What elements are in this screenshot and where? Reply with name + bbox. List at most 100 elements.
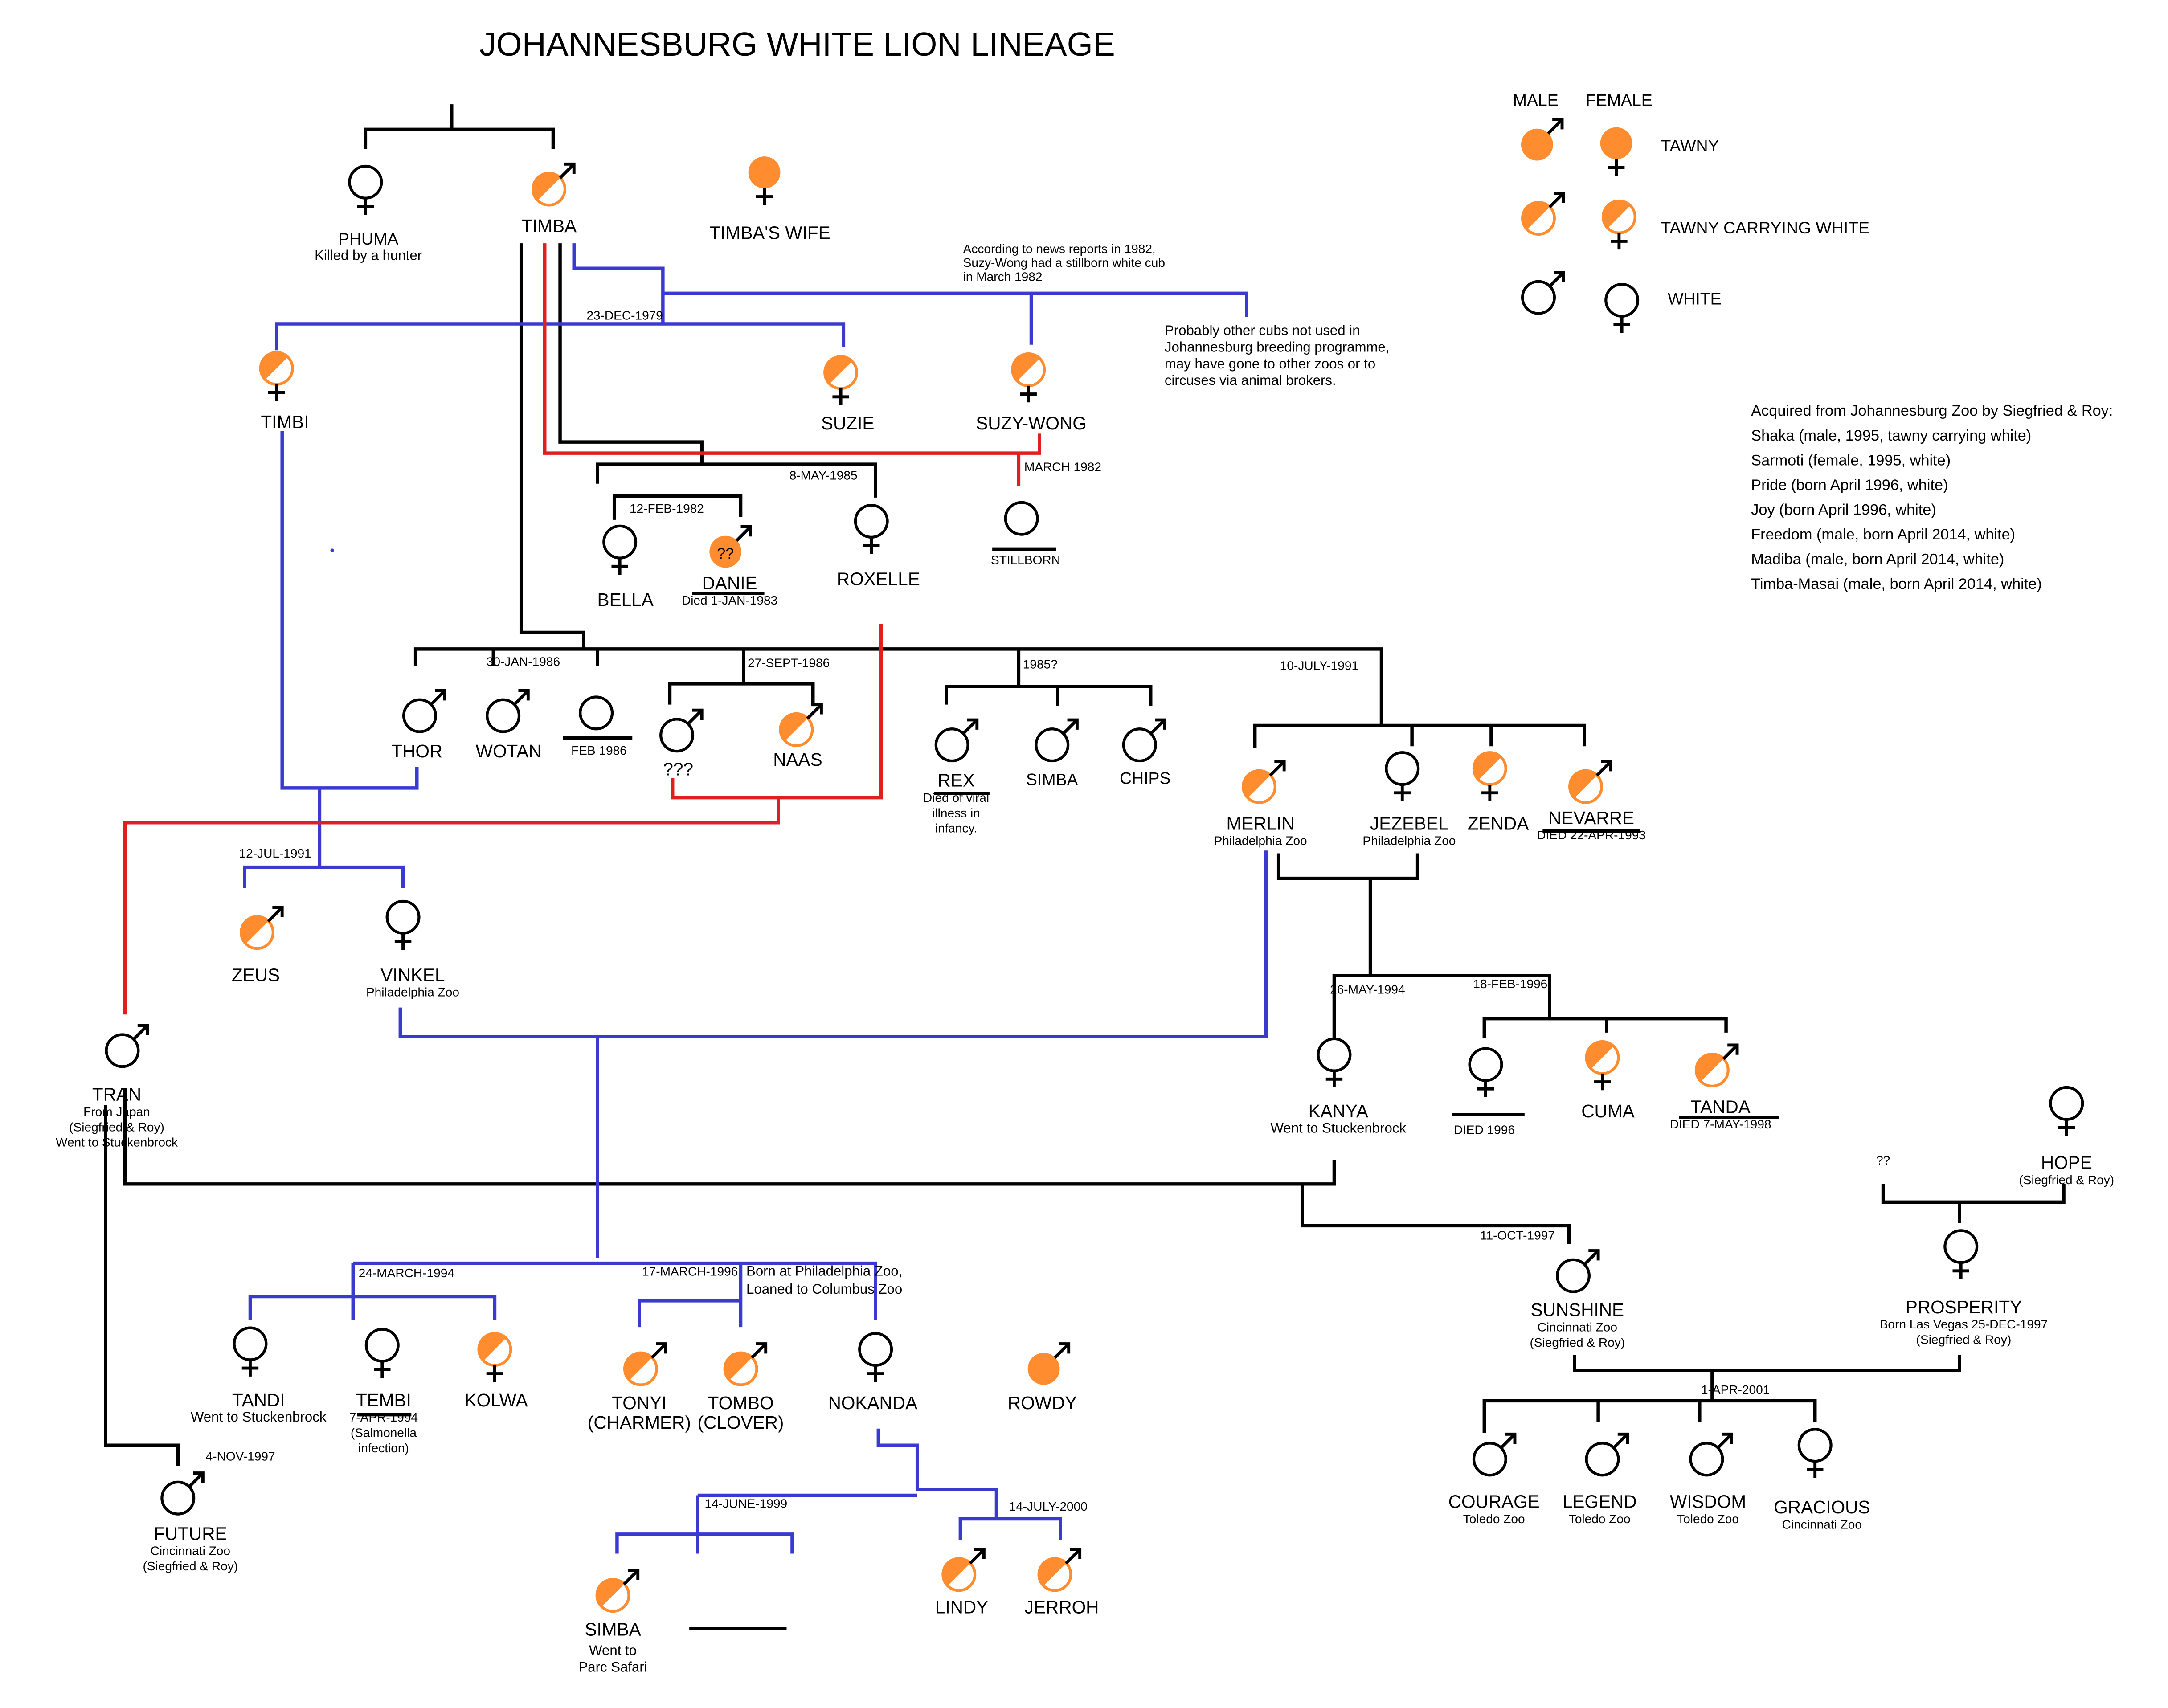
sunshine-name: SUNSHINE (1531, 1299, 1624, 1320)
phuma-note: Killed by a hunter (315, 248, 422, 263)
merlin-name: MERLIN (1227, 813, 1295, 834)
diagram-title: JOHANNESBURG WHITE LION LINEAGE (479, 25, 1115, 63)
danie-mark: ?? (717, 545, 734, 562)
future-symbol (160, 1471, 205, 1516)
red-connectors (123, 243, 1041, 1015)
feb1986-symbol (579, 695, 614, 731)
hope-symbol (2049, 1086, 2084, 1136)
sunshine-symbol (1555, 1249, 1600, 1293)
timbaswife-symbol (748, 156, 781, 205)
legend-tawny-male-symbol (1521, 118, 1564, 161)
zenda-name: ZENDA (1468, 813, 1529, 834)
legend-tawny-label: TAWNY (1661, 136, 1719, 155)
timbaswife-name: TIMBA'S WIFE (709, 223, 830, 243)
date-d1999: 14-JUNE-1999 (704, 1497, 787, 1511)
prosperity-symbol (1943, 1229, 1979, 1279)
date-d1997b: 11-OCT-1997 (1480, 1229, 1555, 1242)
stillborn-symbol (1004, 501, 1039, 536)
future-note: (Siegfried & Roy) (143, 1559, 238, 1573)
acquired-line: Joy (born April 1996, white) (1751, 502, 1936, 519)
simba2-note2a: Went to (589, 1643, 637, 1658)
merlin-note: Philadelphia Zoo (1214, 834, 1307, 848)
tran-name: TRAN (92, 1084, 141, 1105)
qq-name: ?? (1876, 1153, 1890, 1167)
tran-note: (Siegfried & Roy) (69, 1120, 164, 1134)
simba2-symbol (595, 1569, 640, 1613)
legend-carrier-label: TAWNY CARRYING WHITE (1661, 218, 1869, 237)
courage-note: Toledo Zoo (1463, 1512, 1525, 1526)
tembi-note: infection) (358, 1441, 409, 1455)
acquired-line: Timba-Masai (male, born April 2014, whit… (1751, 576, 2042, 592)
nokanda-name: NOKANDA (828, 1393, 918, 1413)
other-cubs-note: may have gone to other zoos or to (1165, 356, 1375, 372)
acquired-line: Madiba (male, born April 2014, white) (1751, 551, 2004, 568)
tandi-note: Went to Stuckenbrock (191, 1409, 327, 1425)
suzywong-name: SUZY-WONG (976, 413, 1087, 433)
kolwa-name: KOLWA (465, 1390, 528, 1410)
died1996-symbol (1468, 1047, 1503, 1097)
naas-symbol (779, 703, 823, 747)
prosperity-note: Born Las Vegas 25-DEC-1997 (1880, 1317, 2048, 1331)
legend-name: LEGEND (1563, 1491, 1637, 1512)
date-d1996b: 17-MARCH-1996 (642, 1265, 738, 1279)
acquired-line: Sarmoti (female, 1995, white) (1751, 452, 1951, 469)
other-cubs-note: circuses via animal brokers. (1165, 372, 1336, 388)
wotan-name: WOTAN (476, 741, 542, 761)
vinkel-symbol (385, 899, 421, 950)
tombo-note2: (CLOVER) (698, 1412, 784, 1433)
rowdy-name: ROWDY (1008, 1393, 1077, 1413)
tonyi-note2: (CHARMER) (588, 1412, 691, 1433)
roxelle-name: ROXELLE (837, 568, 920, 589)
philly-note-1: Born at Philadelphia Zoo, (746, 1263, 902, 1279)
simba2-name: SIMBA (585, 1619, 641, 1640)
timbi-name: TIMBI (261, 412, 309, 432)
legend-male-header: MALE (1513, 90, 1559, 109)
legend-symbol (1585, 1432, 1629, 1477)
tembi-note: (Salmonella (351, 1426, 417, 1440)
simba1-name: SIMBA (1026, 770, 1078, 789)
qqq-symbol (659, 708, 704, 753)
legend-white-label: WHITE (1668, 289, 1722, 308)
feb1986-name: FEB 1986 (571, 744, 627, 757)
cuma-name: CUMA (1581, 1101, 1634, 1121)
date-d1985q: 1985? (1023, 658, 1058, 671)
stray-dot (330, 548, 334, 552)
legend-note: Toledo Zoo (1569, 1512, 1631, 1526)
jerroh-name: JERROH (1025, 1597, 1099, 1618)
date-d1985: 8-MAY-1985 (789, 468, 858, 482)
simba1-symbol (1035, 718, 1079, 763)
chips-name: CHIPS (1120, 768, 1170, 787)
gracious-name: GRACIOUS (1774, 1497, 1870, 1517)
nevarre-note: DIED 22-APR-1993 (1537, 828, 1646, 842)
tandi-symbol (233, 1326, 268, 1377)
kolwa-symbol (477, 1332, 512, 1382)
tanda-note: DIED 7-MAY-1998 (1670, 1117, 1771, 1131)
wisdom-note: Toledo Zoo (1677, 1512, 1739, 1526)
jezebel-note: Philadelphia Zoo (1362, 834, 1456, 848)
sunshine-note: Cincinnati Zoo (1538, 1320, 1617, 1334)
died1996-name: DIED 1996 (1454, 1123, 1515, 1137)
rex-note: infancy. (935, 821, 978, 835)
gracious-note: Cincinnati Zoo (1782, 1517, 1862, 1531)
jezebel-name: JEZEBEL (1370, 813, 1448, 834)
date-d1986a: 30-JAN-1986 (487, 654, 560, 668)
date-d1996a: 18-FEB-1996 (1473, 977, 1547, 991)
vinkel-name: VINKEL (380, 964, 445, 985)
acquired-line: Shaka (male, 1995, tawny carrying white) (1751, 427, 2031, 444)
suzywong-news-note: Suzy-Wong had a stillborn white cub (963, 256, 1165, 270)
naas-name: NAAS (773, 749, 822, 770)
bella-symbol (602, 524, 638, 575)
date-d1994b: 24-MARCH-1994 (359, 1266, 454, 1280)
tembi-note: 7-APR-1994 (349, 1410, 418, 1424)
rowdy-symbol (1027, 1342, 1071, 1385)
tombo-name: TOMBO (708, 1393, 774, 1413)
hope-name: HOPE (2041, 1152, 2092, 1173)
zeus-name: ZEUS (232, 964, 280, 985)
nevarre-symbol (1568, 760, 1612, 804)
zenda-symbol (1472, 751, 1507, 801)
other-cubs-note: Johannesburg breeding programme, (1165, 339, 1390, 355)
nevarre-name: NEVARRE (1548, 808, 1634, 828)
zeus-symbol (240, 906, 284, 950)
